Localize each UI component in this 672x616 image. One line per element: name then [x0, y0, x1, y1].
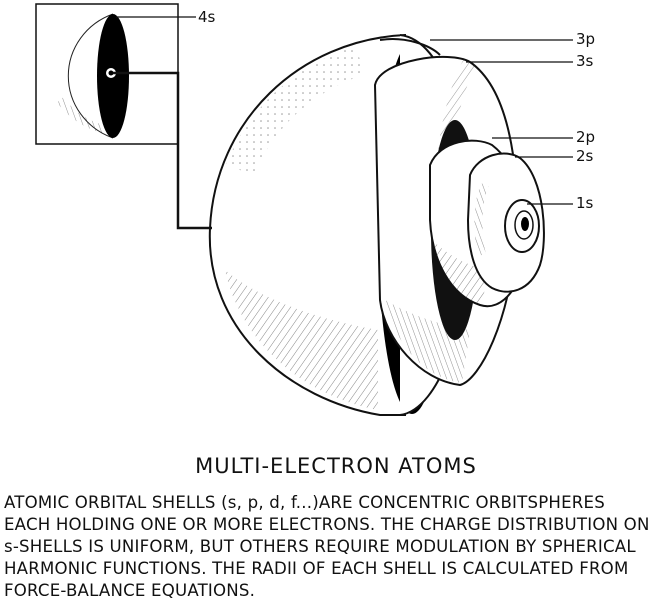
description-line: ATOMIC ORBITAL SHELLS (s, p, d, f...)ARE… [4, 493, 605, 512]
inset-connector-line [113, 71, 212, 230]
orbital-shells-diagram [35, 3, 573, 416]
label-2p: 2p [576, 128, 596, 146]
label-2s: 2s [576, 147, 594, 165]
description-line: FORCE-BALANCE EQUATIONS. [4, 581, 256, 600]
description-line: EACH HOLDING ONE OR MORE ELECTRONS. THE … [4, 515, 650, 534]
description-text: ATOMIC ORBITAL SHELLS (s, p, d, f...)ARE… [4, 492, 672, 602]
label-4s: 4s [198, 8, 216, 26]
label-1s: 1s [576, 194, 594, 212]
label-3s: 3s [576, 52, 594, 70]
shell-1s [504, 199, 540, 253]
label-leaders [116, 16, 573, 205]
description-line: s-SHELLS IS UNIFORM, BUT OTHERS REQUIRE … [4, 537, 636, 556]
diagram-title: MULTI-ELECTRON ATOMS [195, 454, 477, 478]
label-3p: 3p [576, 30, 596, 48]
description-line: HARMONIC FUNCTIONS. THE RADII OF EACH SH… [4, 559, 629, 578]
